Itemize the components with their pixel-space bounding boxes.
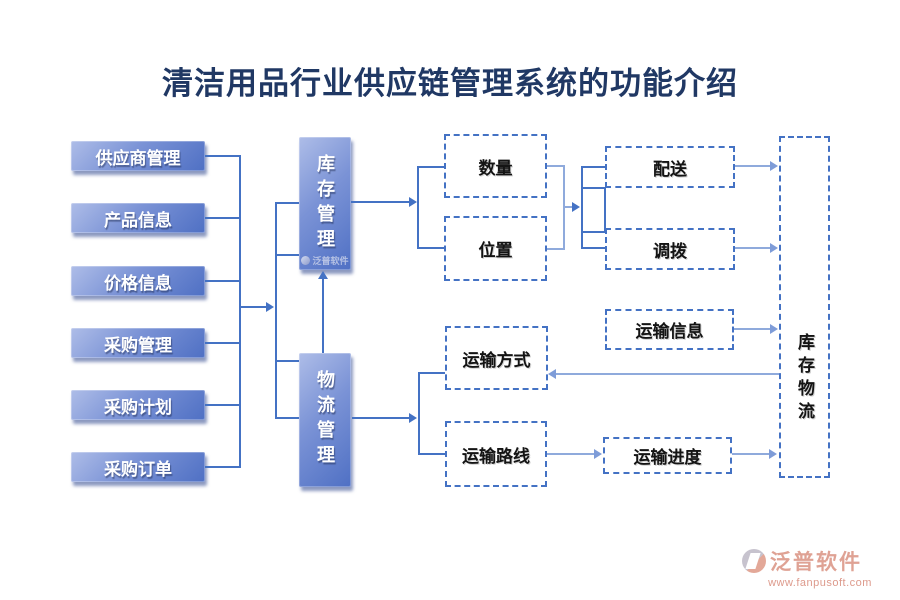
bracket-line bbox=[604, 187, 606, 233]
arrowhead-right bbox=[594, 449, 602, 459]
arrowhead-left bbox=[548, 369, 556, 379]
page-title: 清洁用品行业供应链管理系统的功能介绍 bbox=[162, 66, 738, 101]
node-label: 采购订单 bbox=[104, 459, 172, 479]
connector-line bbox=[205, 404, 240, 406]
connector-line bbox=[275, 417, 299, 419]
bracket-line bbox=[418, 372, 420, 455]
node-label: 采购管理 bbox=[104, 335, 172, 355]
arrowhead-right bbox=[409, 413, 417, 423]
connector-line bbox=[205, 466, 240, 468]
node-purchase-order: 采购订单 bbox=[71, 452, 205, 482]
node-logistics-management: 物流管理 bbox=[299, 353, 351, 487]
node-transport-mode: 运输方式 bbox=[445, 326, 548, 390]
connector-line bbox=[581, 187, 606, 189]
connector-line bbox=[205, 280, 240, 282]
node-delivery: 配送 bbox=[605, 146, 735, 188]
connector-line bbox=[418, 372, 445, 374]
arrowhead-right bbox=[409, 197, 417, 207]
node-label: 产品信息 bbox=[104, 210, 172, 230]
node-label: 配送 bbox=[653, 159, 687, 179]
logistics-to-inventory-line bbox=[322, 279, 324, 353]
connector-line bbox=[205, 155, 240, 157]
connector-line bbox=[734, 328, 772, 330]
connector-line bbox=[205, 342, 240, 344]
node-transport-route: 运输路线 bbox=[445, 421, 547, 487]
node-label: 调拨 bbox=[653, 241, 687, 261]
connector-line bbox=[735, 247, 772, 249]
node-product-info: 产品信息 bbox=[71, 203, 205, 233]
bracket-line bbox=[581, 166, 583, 249]
arrowhead-up bbox=[318, 271, 328, 279]
node-transfer: 调拨 bbox=[605, 228, 735, 270]
arrowhead-right bbox=[266, 302, 274, 312]
trunk-line bbox=[239, 155, 241, 468]
connector-line bbox=[239, 306, 268, 308]
node-label: 库存管理 bbox=[315, 153, 335, 254]
result-to-transport-mode-line bbox=[556, 373, 780, 375]
connector-line bbox=[735, 165, 772, 167]
connector-line bbox=[581, 247, 605, 249]
connector-line bbox=[547, 248, 565, 250]
node-inventory-logistics: 库存物流 bbox=[779, 136, 830, 478]
node-label: 物流管理 bbox=[315, 370, 335, 470]
connector-line bbox=[351, 201, 411, 203]
connector-line bbox=[417, 247, 444, 249]
node-price-info: 价格信息 bbox=[71, 266, 205, 296]
arrowhead-right bbox=[572, 202, 580, 212]
node-label: 运输信息 bbox=[635, 322, 704, 341]
fanpu-logo-icon bbox=[742, 549, 766, 573]
node-inventory-management: 库存管理 泛普软件 bbox=[299, 137, 351, 270]
node-label: 供应商管理 bbox=[95, 148, 181, 168]
node-label: 数量 bbox=[478, 158, 513, 178]
brand-name: 泛普软件 bbox=[770, 551, 862, 574]
node-label: 库存物流 bbox=[795, 333, 814, 425]
connector-line bbox=[275, 254, 299, 256]
connector-line bbox=[352, 417, 410, 419]
arrowhead-right bbox=[769, 449, 777, 459]
brand-row: 泛普软件 bbox=[742, 546, 898, 576]
node-label: 位置 bbox=[478, 241, 513, 260]
node-supplier-management: 供应商管理 bbox=[71, 141, 205, 171]
connector-line bbox=[732, 453, 771, 455]
node-purchase-plan: 采购计划 bbox=[71, 390, 205, 420]
connector-line bbox=[547, 165, 565, 167]
node-transport-info: 运输信息 bbox=[605, 309, 734, 350]
connector-line bbox=[547, 453, 595, 455]
watermark-logo-icon bbox=[301, 256, 311, 265]
arrowhead-right bbox=[770, 243, 778, 253]
connector-line bbox=[275, 202, 299, 204]
connector-line bbox=[275, 360, 299, 362]
watermark-text: 泛普软件 bbox=[312, 256, 349, 266]
node-transport-progress: 运输进度 bbox=[603, 437, 732, 474]
connector-line bbox=[417, 166, 444, 168]
connector-line bbox=[581, 231, 606, 233]
watermark: 泛普软件 bbox=[299, 254, 351, 267]
connector-line bbox=[565, 206, 574, 208]
node-quantity: 数量 bbox=[444, 134, 547, 198]
node-label: 价格信息 bbox=[104, 273, 172, 293]
node-label: 采购计划 bbox=[104, 397, 172, 417]
node-purchase-management: 采购管理 bbox=[71, 328, 205, 358]
connector-line bbox=[418, 453, 445, 455]
node-location: 位置 bbox=[444, 216, 547, 281]
arrowhead-right bbox=[770, 161, 778, 171]
merge-line bbox=[563, 165, 565, 250]
connector-line bbox=[581, 166, 605, 168]
node-label: 运输路线 bbox=[462, 446, 530, 466]
distributor-line bbox=[275, 202, 277, 419]
bracket-line bbox=[417, 166, 419, 249]
connector-line bbox=[205, 217, 240, 219]
footer-brand: 泛普软件 www.fanpusoft.com bbox=[742, 546, 898, 589]
arrowhead-right bbox=[770, 324, 778, 334]
brand-website: www.fanpusoft.com bbox=[768, 577, 872, 589]
node-label: 运输进度 bbox=[633, 448, 702, 467]
node-label: 运输方式 bbox=[462, 350, 531, 370]
